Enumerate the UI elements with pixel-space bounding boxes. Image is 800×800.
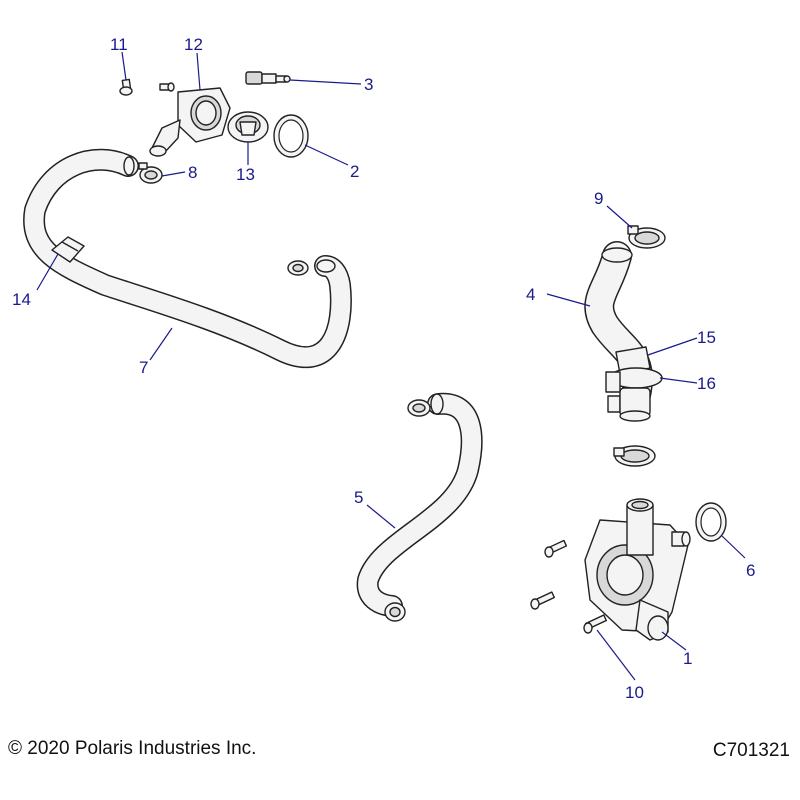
clamp-16 xyxy=(605,367,663,413)
leader-lines xyxy=(36,51,746,681)
callout-11: 11 xyxy=(110,35,128,54)
callout-3: 3 xyxy=(364,75,373,94)
callout-10: 10 xyxy=(625,683,644,702)
bolt-10 xyxy=(583,614,608,634)
callout-13: 13 xyxy=(236,165,255,184)
drawing-number: C701321 xyxy=(712,740,790,761)
callout-2: 2 xyxy=(350,162,359,181)
sensor-3 xyxy=(245,71,291,85)
callouts: 11 12 3 2 13 8 9 4 15 16 14 7 5 6 1 10 xyxy=(12,35,755,702)
gasket-2 xyxy=(273,114,309,158)
copyright-notice: © 2020 Polaris Industries Inc. xyxy=(8,738,257,759)
hose-5 xyxy=(356,392,483,617)
sleeve-15 xyxy=(615,346,651,375)
callout-6: 6 xyxy=(746,561,755,580)
callout-1: 1 xyxy=(683,649,692,668)
thermostat-13 xyxy=(227,111,269,143)
callout-8: 8 xyxy=(188,163,197,182)
clamp-hose-5-bottom xyxy=(384,602,406,622)
callout-7: 7 xyxy=(139,358,148,377)
clamp-hose-5-top xyxy=(407,399,431,417)
thermostat-housing-12 xyxy=(149,87,231,157)
clamp-8 xyxy=(138,162,163,184)
callout-14: 14 xyxy=(12,290,31,309)
callout-4: 4 xyxy=(526,285,535,304)
callout-9: 9 xyxy=(594,189,603,208)
gasket-6 xyxy=(695,502,727,542)
bolt-small xyxy=(159,82,175,92)
pump-bolt-middle xyxy=(530,591,556,610)
elbow-connector xyxy=(619,387,651,422)
sleeve-14 xyxy=(51,236,85,263)
water-pump-1 xyxy=(584,498,691,641)
callout-12: 12 xyxy=(184,35,203,54)
callout-16: 16 xyxy=(697,374,716,393)
callout-15: 15 xyxy=(697,328,716,347)
callout-5: 5 xyxy=(354,488,363,507)
clamp-elbow-bottom xyxy=(613,445,656,467)
pump-bolt-upper xyxy=(544,539,568,558)
hose-7 xyxy=(23,148,352,368)
clamp-hose-7-end xyxy=(287,260,309,276)
clamp-9 xyxy=(627,225,666,249)
bolt-11 xyxy=(119,78,133,96)
